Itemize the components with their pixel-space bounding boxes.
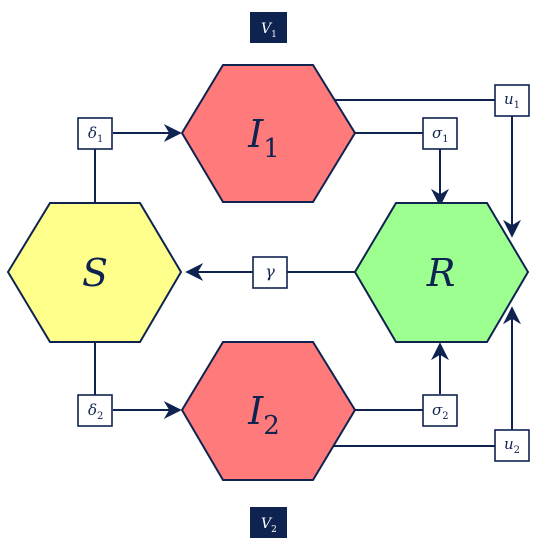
vaccination-label-bottom: V2 [250, 507, 287, 538]
param-delta2-sub: 2 [97, 411, 103, 422]
node-i2-hexagon [180, 341, 357, 481]
node-i1-label-main: I [247, 112, 264, 156]
param-delta1: δ1 [77, 117, 113, 150]
param-u2: u2 [494, 429, 530, 462]
param-sigma1-box [422, 117, 458, 150]
param-sigma2: σ2 [422, 394, 458, 427]
param-u2-box [494, 429, 530, 462]
param-u2-sub: 2 [514, 445, 520, 456]
svg-text:I2: I2 [247, 389, 280, 441]
param-u1: u1 [494, 84, 530, 117]
connection-lines [94, 99, 521, 447]
vaccination-label-bottom-sub: 2 [271, 525, 277, 535]
param-delta1-sub: 1 [97, 134, 103, 145]
node-r-label: R [426, 251, 456, 295]
node-s: S [6, 202, 183, 343]
svg-text:V2: V2 [261, 516, 277, 535]
param-u1-main: u [504, 90, 514, 108]
param-sigma2-sub: 2 [442, 411, 448, 422]
param-sigma1-main: σ [432, 124, 443, 142]
param-sigma1-sub: 1 [442, 134, 448, 145]
param-delta2-box [77, 394, 113, 427]
vaccination-label-top-sub: 1 [271, 30, 277, 40]
node-r: R [353, 202, 530, 343]
node-i1: I1 [180, 64, 357, 203]
svg-text:δ1: δ1 [88, 124, 103, 145]
svg-text:σ1: σ1 [432, 124, 449, 145]
vaccination-label-top: V1 [250, 12, 287, 43]
svg-text:u2: u2 [504, 435, 520, 456]
node-s-hexagon [6, 202, 183, 343]
param-sigma1: σ1 [422, 117, 458, 150]
param-u1-sub: 1 [514, 100, 520, 111]
svg-text:σ2: σ2 [432, 401, 449, 422]
param-delta1-main: δ [88, 124, 97, 142]
svg-text:u1: u1 [504, 90, 520, 111]
param-delta2: δ2 [77, 394, 113, 427]
node-i2: I2 [180, 341, 357, 481]
node-s-label: S [82, 251, 108, 295]
node-i2-label-main: I [247, 389, 264, 433]
param-u2-main: u [504, 435, 514, 453]
node-i1-label-sub: 1 [263, 134, 280, 164]
vaccination-label-bottom-box [250, 507, 287, 538]
param-sigma2-box [422, 394, 458, 427]
param-gamma: γ [252, 256, 288, 289]
vaccination-label-top-box [250, 12, 287, 43]
param-sigma2-main: σ [432, 401, 443, 419]
param-delta2-main: δ [88, 401, 97, 419]
vaccination-label-bottom-main: V [261, 516, 273, 532]
param-gamma-box [252, 256, 288, 289]
node-r-hexagon [353, 202, 530, 343]
param-gamma-main: γ [265, 262, 275, 281]
svg-text:δ2: δ2 [88, 401, 103, 422]
node-i1-hexagon [180, 64, 357, 203]
node-i2-label-sub: 2 [263, 411, 280, 441]
svg-text:I1: I1 [247, 112, 280, 164]
param-delta1-box [77, 117, 113, 150]
vaccination-label-top-main: V [261, 21, 273, 37]
param-u1-box [494, 84, 530, 117]
svg-text:V1: V1 [261, 21, 277, 40]
